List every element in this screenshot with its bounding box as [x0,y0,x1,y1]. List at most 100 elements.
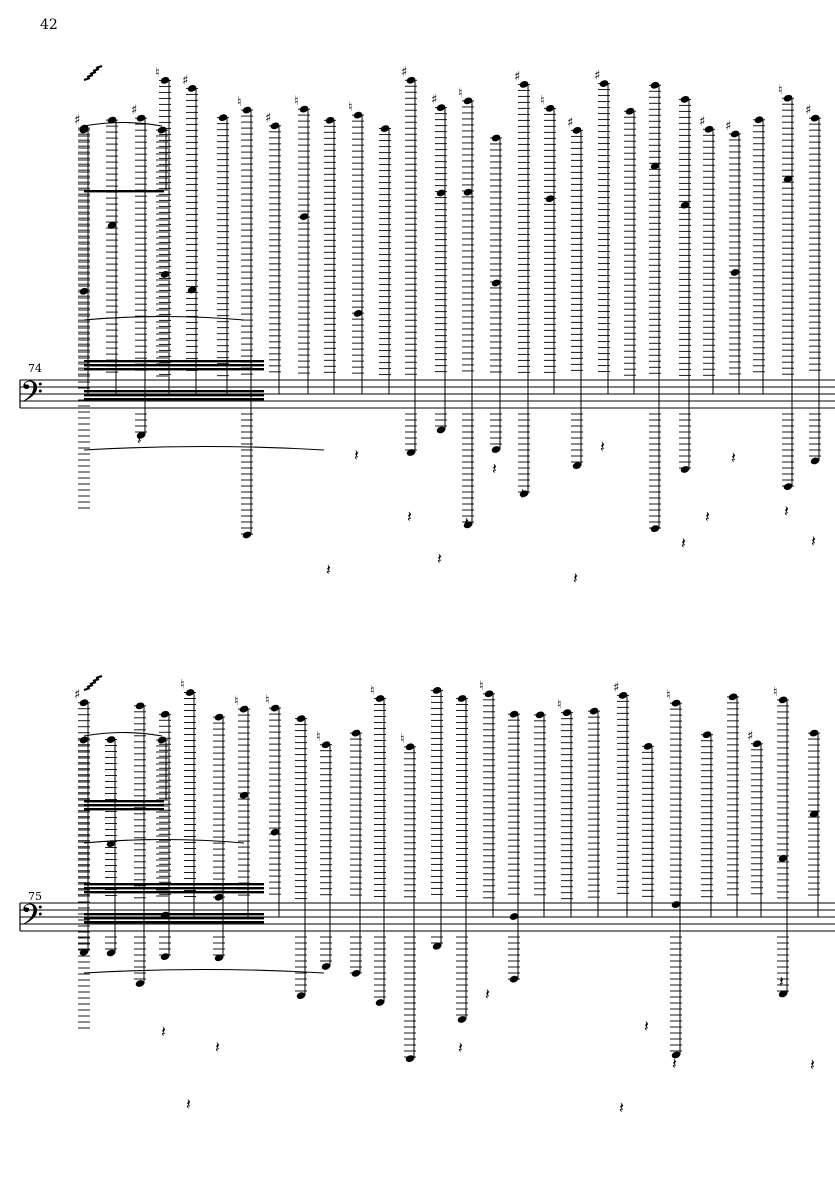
notehead [491,446,501,453]
accidental-icon: ♮ [479,679,484,694]
rest-icon: 𝄽 [326,560,331,579]
accidental-icon: ♮ [234,694,239,709]
beam [84,891,264,894]
beam [84,364,264,367]
rest-icon: 𝄽 [731,448,736,467]
rest-icon: 𝄽 [485,984,490,1003]
inner-notehead [545,195,555,203]
accidental-icon: ♯ [131,103,137,118]
beam [84,883,264,886]
rest-icon: 𝄽 [619,1098,624,1117]
rest-icon: 𝄽 [492,459,497,478]
rest-icon: 𝄽 [600,437,605,456]
rest-icon: 𝄽 [137,430,142,449]
tie [83,968,325,974]
rest-icon: 𝄽 [458,1038,463,1057]
inner-notehead [106,840,116,848]
inner-notehead [680,201,690,209]
inner-notehead [783,175,793,183]
rest-icon: 𝄽 [811,532,816,551]
accidental-icon: ♯ [182,73,188,88]
rest-icon: 𝄽 [520,484,525,503]
accidental-icon: ♯ [74,113,80,128]
inner-notehead [809,810,819,818]
beam [84,394,264,397]
notehead [778,990,788,998]
beam [84,913,264,916]
inner-notehead [239,791,249,799]
accidental-icon: ♯ [514,69,520,84]
bass-clef-icon: 𝄢 [20,899,43,940]
accidental-icon: ♮ [370,684,375,699]
tremolo-slash [92,68,100,72]
rest-icon: 𝄽 [644,1017,649,1036]
accidental-icon: ♯ [74,688,80,703]
accidental-icon: ♮ [778,83,783,98]
accidental-icon: ♮ [540,93,545,108]
accidental-icon: ♯ [401,65,407,80]
accidental-icon: ♮ [773,685,778,700]
notehead [136,431,146,439]
notehead [214,954,224,962]
inner-notehead [79,287,89,295]
notehead [106,949,116,957]
notehead [375,999,385,1006]
measure-number-74: 74 [28,362,42,375]
tremolo-slash [89,681,97,685]
accidental-icon: ♮ [458,86,463,101]
notehead [463,521,473,529]
accidental-icon: ♯ [613,680,619,695]
system-1: 𝄢♯♯𝄽♮♯♮♯♮𝄽♮𝄽♯𝄽♯𝄽♮𝄽𝄽♯𝄽♮♯𝄽♯𝄽𝄽♯𝄽♯𝄽♮𝄽♯𝄽 [19,65,835,587]
beam [84,917,264,920]
tremolo-slash [89,71,97,75]
tremolo-slash [86,684,94,688]
notehead [321,963,331,970]
tie [83,731,163,737]
rest-icon: 𝄽 [215,1038,220,1057]
accidental-icon: ♮ [557,698,562,713]
beam [84,887,264,890]
notehead [135,980,145,987]
rest-icon: 𝄽 [681,534,686,553]
inner-notehead [778,854,788,862]
beam [84,921,264,924]
rest-icon: 𝄽 [672,1054,677,1073]
rest-icon: 𝄽 [810,1055,815,1074]
beam [84,808,164,811]
accidental-icon: ♯ [725,119,731,134]
rest-icon: 𝄽 [779,972,784,991]
tie [83,838,245,844]
accidental-icon: ♮ [666,688,671,703]
accidental-icon: ♯ [699,114,705,129]
notehead [457,1016,467,1023]
bass-clef-icon: 𝄢 [20,376,43,417]
inner-notehead [491,279,501,287]
accidental-icon: ♮ [400,732,405,747]
tremolo-slash [83,77,91,81]
notehead [406,449,416,456]
system-2: 𝄢♯𝄽♮𝄽𝄽♮♮♮♮♮𝄽♮𝄽♮♯𝄽𝄽♮𝄽♯♮𝄽𝄽 [19,675,835,1117]
accidental-icon: ♮ [316,730,321,745]
accidental-icon: ♯ [567,115,573,130]
inner-notehead [730,269,740,276]
rest-icon: 𝄽 [573,568,578,587]
inner-notehead [671,901,681,908]
inner-notehead [436,189,446,197]
inner-notehead [299,213,309,220]
inner-notehead [187,286,197,294]
notehead [79,948,89,956]
rest-icon: 𝄽 [186,1094,191,1113]
accidental-icon: ♯ [265,111,271,126]
accidental-icon: ♮ [265,693,270,708]
rest-icon: 𝄽 [705,507,710,526]
inner-notehead [270,828,280,836]
accidental-icon: ♮ [294,94,299,109]
accidental-icon: ♮ [237,95,242,110]
tremolo-slash [95,65,103,69]
notehead [296,992,306,1000]
tremolo-slash [95,675,103,679]
measure-number-75: 75 [28,890,42,903]
inner-notehead [509,913,519,920]
notehead [242,531,252,539]
